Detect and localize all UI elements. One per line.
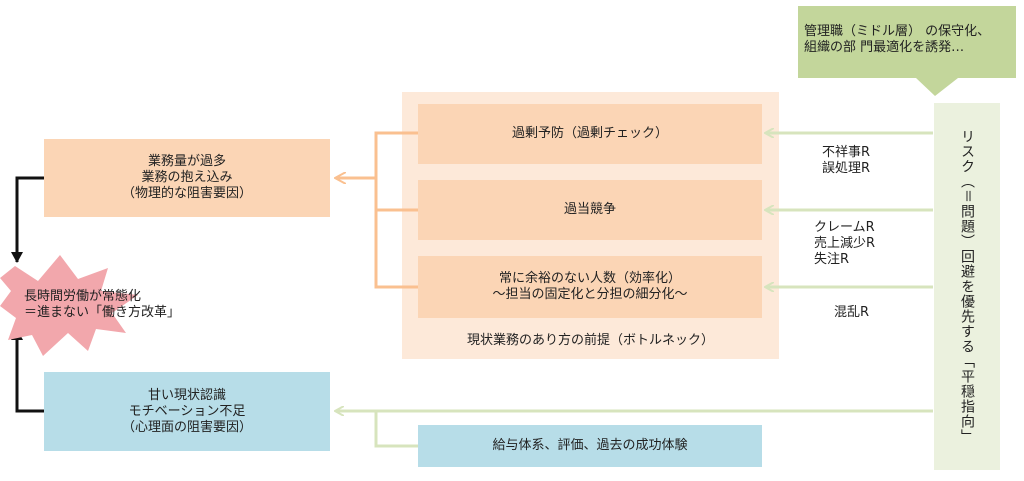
- risk-avoidance-text: リスク（＝問題）回避を優先する「平穏指向」: [959, 129, 975, 444]
- workload-box: 業務量が過多 業務の抱え込み （物理的な阻害要因）: [44, 139, 330, 217]
- process-box-excess-competition: 過当競争: [418, 180, 762, 240]
- mindset-box: 甘い現状認識 モチベーション不足 （心理面の阻害要因）: [44, 372, 330, 451]
- compensation-box: 給与体系、評価、過去の成功体験: [418, 425, 762, 467]
- risk-avoidance-column: リスク（＝問題）回避を優先する「平穏指向」: [934, 103, 1000, 470]
- bottleneck-group-caption: 現状業務のあり方の前提（ボトルネック）: [466, 333, 714, 348]
- risk-label-confusion: 混乱R: [834, 305, 870, 320]
- burst-text: 長時間労働が常態化 ＝進まない「働き方改革」: [24, 289, 181, 320]
- process-box-tight-staffing: 常に余裕のない人数（効率化） ～担当の固定化と分担の細分化～: [418, 256, 762, 318]
- process-box-over-prevention: 過剰予防（過剰チェック）: [418, 104, 762, 164]
- risk-label-complaints: クレームR 売上減少R 失注R: [814, 220, 876, 267]
- risk-label-misconduct: 不祥事R 誤処理R: [822, 145, 871, 176]
- callout-text: 管理職（ミドル層） の保守化、 組織の部 門最適化を誘発…: [804, 24, 991, 55]
